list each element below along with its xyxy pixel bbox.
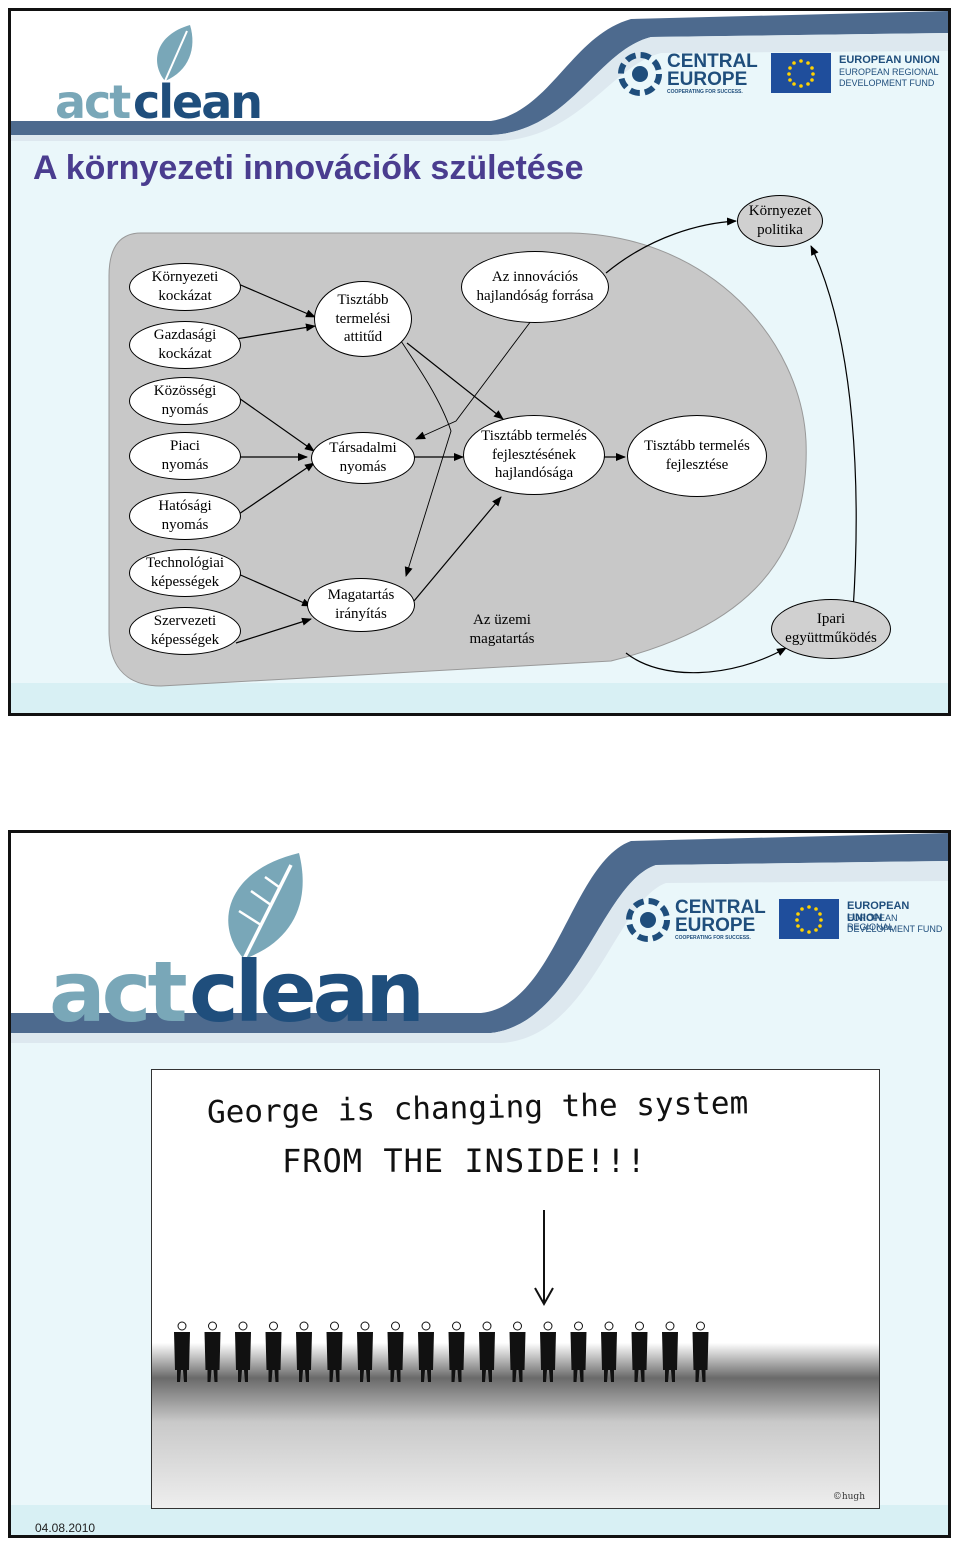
person-figure: [540, 1321, 556, 1382]
ce-line2: EUROPE: [675, 915, 756, 936]
person-figure: [265, 1321, 282, 1382]
eu-line1: EUROPEAN UNION: [847, 900, 910, 924]
logo-act: act: [49, 943, 188, 1041]
person-figure: [692, 1321, 709, 1382]
node-technologiai-kepessegek: Technológiai képességek: [129, 549, 241, 597]
eu-line2: EUROPEAN REGIONAL: [839, 67, 939, 77]
person-figure: [326, 1321, 343, 1382]
node-kozossegi-nyomas: Közösségi nyomás: [129, 377, 241, 425]
leaf-icon: [228, 853, 303, 960]
node-tisztabb-termelesi-attitud: Tisztább termelési attitűd: [314, 281, 412, 357]
ce-tagline: COOPERATING FOR SUCCESS.: [675, 935, 751, 941]
node-ipari-egyuttmukodes: Ipari együttműködés: [771, 599, 891, 659]
node-tisztabb-termeles-fejlesztese: Tisztább termelés fejlesztése: [627, 415, 767, 497]
node-piaci-nyomas: Piaci nyomás: [129, 432, 241, 480]
person-figure: [479, 1321, 495, 1382]
slide-2: act clean CENTRAL EUROPE COOPERATING FOR…: [8, 830, 951, 1538]
ce-line1: CENTRAL: [667, 51, 758, 72]
person-figure: [509, 1321, 526, 1382]
eu-line3: DEVELOPMENT FUND: [839, 78, 935, 88]
ce-line1: CENTRAL: [675, 897, 766, 918]
central-europe-emblem-icon: [618, 52, 662, 96]
person-figure: [204, 1321, 221, 1382]
node-kornyezet-politika: Környezet politika: [737, 195, 823, 247]
leaf-icon: [157, 25, 193, 82]
cartoon: George is changing the system FROM THE I…: [151, 1069, 880, 1509]
region-label-uzemi-magatartas: Az üzemi magatartás: [469, 612, 535, 647]
person-figure: [296, 1321, 312, 1382]
slide-date: 04.08.2010: [35, 1521, 96, 1535]
innovation-diagram: [108, 217, 857, 687]
person-figure: [631, 1321, 648, 1382]
ce-tagline: COOPERATING FOR SUCCESS.: [667, 89, 743, 95]
arrow-down-icon: [534, 1210, 554, 1307]
node-hatosagi-nyomas: Hatósági nyomás: [129, 492, 241, 540]
eu-line3: DEVELOPMENT FUND: [847, 924, 943, 934]
cartoonist-signature: ©hugh: [832, 1492, 865, 1502]
node-gazdasagi-kockazat: Gazdasági kockázat: [129, 321, 241, 369]
eu-logo: EUROPEAN UNION EUROPEAN REGIONAL DEVELOP…: [771, 51, 941, 101]
person-figure: [570, 1321, 587, 1382]
person-figure: [448, 1321, 465, 1382]
node-fejlesztes-hajlandosaga: Tisztább termelés fejlesztésének hajland…: [463, 415, 605, 495]
eu-line2: EUROPEAN REGIONAL: [847, 913, 898, 933]
person-figure: [387, 1321, 404, 1382]
person-figure: [174, 1321, 190, 1382]
eu-flag-icon: [771, 53, 831, 93]
person-figure: [662, 1321, 678, 1382]
eu-line1: EUROPEAN UNION: [839, 54, 940, 66]
actclean-logo: act clean: [55, 23, 275, 129]
crowd-of-people: [174, 1321, 709, 1382]
person-figure: [357, 1321, 373, 1382]
eu-flag-icon: [779, 899, 839, 939]
actclean-logo-large: act clean: [49, 851, 429, 1041]
central-europe-emblem-icon: [626, 898, 670, 942]
person-figure: [601, 1321, 617, 1382]
node-tarsadalmi-nyomas: Társadalmi nyomás: [311, 432, 415, 484]
logo-clean: clean: [189, 943, 425, 1041]
ce-line2: EUROPE: [667, 69, 748, 90]
eu-logo: EUROPEAN UNION EUROPEAN REGIONAL DEVELOP…: [779, 897, 944, 947]
node-magatartas-iranyitas: Magatartás irányítás: [307, 578, 415, 632]
person-figure: [235, 1321, 251, 1382]
logo-clean: clean: [133, 75, 263, 129]
cartoon-drawing: [152, 1070, 879, 1508]
central-europe-logo: CENTRAL EUROPE COOPERATING FOR SUCCESS.: [625, 895, 775, 945]
slide-title: A környezeti innovációk születése: [33, 149, 584, 187]
central-europe-logo: CENTRAL EUROPE COOPERATING FOR SUCCESS.: [617, 49, 767, 99]
person-figure: [418, 1321, 434, 1382]
cartoon-caption-line2: FROM THE INSIDE!!!: [282, 1142, 647, 1180]
logo-act: act: [55, 75, 131, 129]
slide-1: act clean CENTRAL EUROPE COOPERATING FOR…: [8, 8, 951, 716]
node-szervezeti-kepessegek: Szervezeti képességek: [129, 607, 241, 655]
node-kornyezeti-kockazat: Környezeti kockázat: [129, 263, 241, 311]
node-innovacios-forras: Az innovációs hajlandóság forrása: [461, 251, 609, 323]
